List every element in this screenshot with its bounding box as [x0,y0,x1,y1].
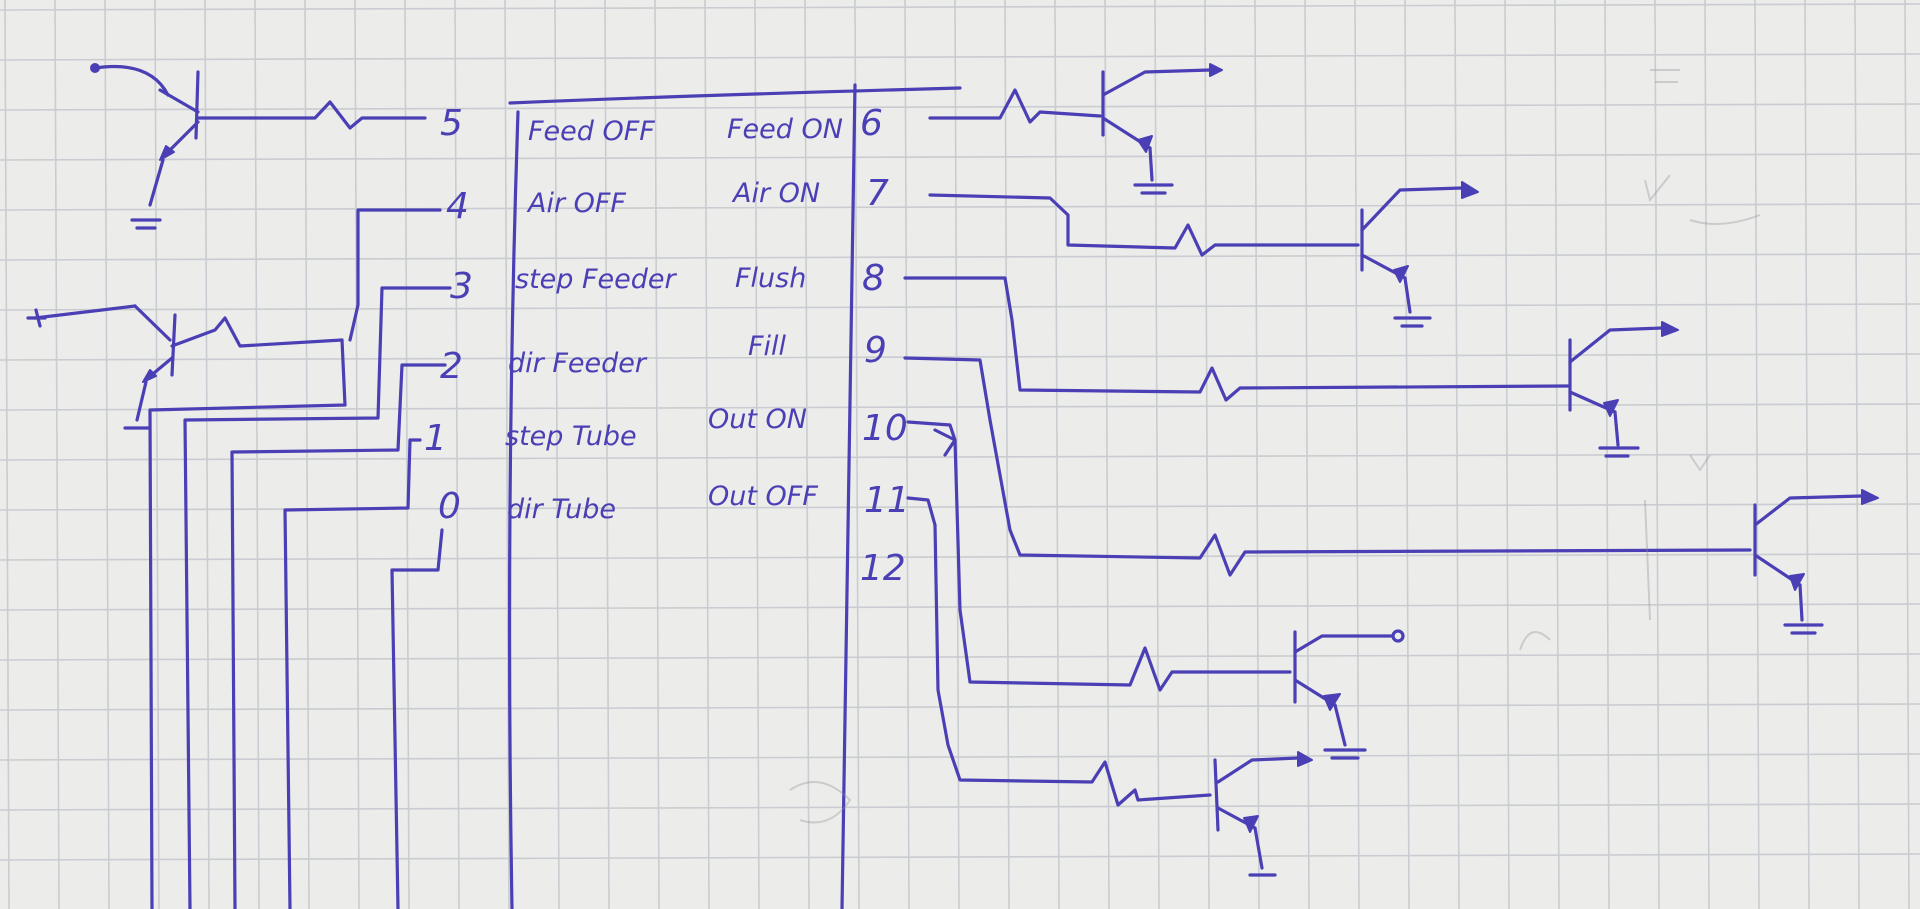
connector-left-divider [507,110,520,909]
label-fill: Fill [748,331,787,362]
transistor-feed-on [928,63,1223,195]
connector-right-divider [840,83,857,909]
label-dir-tube: dir Tube [507,494,616,525]
pin-10: 10 [862,408,908,449]
wire-pin-1 [283,438,422,909]
label-step-tube: step Tube [505,421,637,452]
pin-8: 8 [862,258,885,299]
left-mid-transistor [26,304,344,430]
pin-1: 1 [424,418,447,459]
label-out-on: Out ON [708,404,807,435]
label-air-on: Air ON [731,178,820,209]
wire-pin-3 [183,286,452,909]
label-air-off: Air OFF [526,188,626,219]
transistor-air-on [928,181,1479,328]
pin-7: 7 [866,173,889,214]
pin-6: 6 [860,103,883,144]
label-feed-on: Feed ON [727,114,843,145]
pin-4: 4 [446,186,469,227]
pin-11: 11 [864,480,910,521]
label-flush: Flush [735,263,806,294]
pin-5: 5 [440,103,463,144]
label-step-feeder: step Feeder [515,264,677,295]
wire-pin-4 [348,208,442,342]
pin-2: 2 [440,346,463,387]
label-dir-feeder: dir Feeder [508,348,648,379]
label-out-off: Out OFF [708,481,818,512]
left-top-transistor [90,63,427,230]
wire-pin-2 [230,363,447,909]
pin-12: 12 [860,548,906,589]
pin-0: 0 [438,486,461,527]
faint-pencil-sketch [789,69,1761,824]
header-line [508,86,962,105]
transistor-out-off [906,496,1313,877]
transistor-flush [903,276,1679,458]
wire-pin-5-branch [148,338,347,909]
pin-9: 9 [864,330,887,371]
pin-3: 3 [450,266,473,307]
transistor-fill [903,356,1879,635]
wire-pin-0 [390,528,444,909]
transistor-out-on [906,420,1405,760]
label-feed-off: Feed OFF [528,116,655,147]
